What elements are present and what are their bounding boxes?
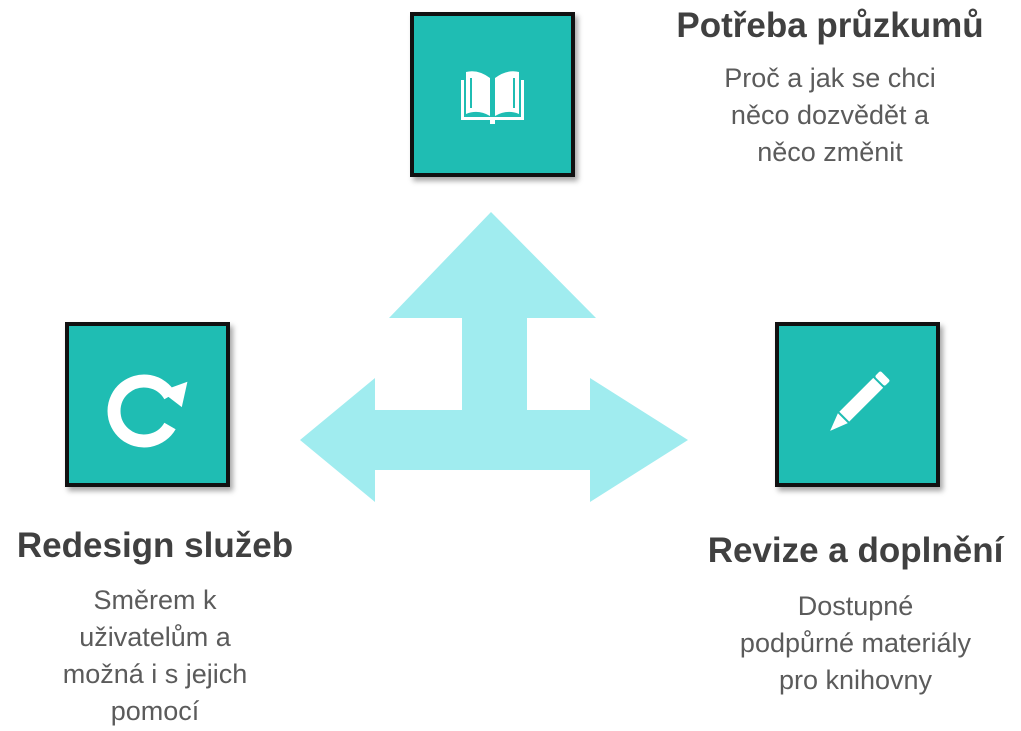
heading-left: Redesign služeb: [16, 526, 294, 565]
heading-top: Potřeba průzkumů: [676, 6, 984, 45]
tile-top: [410, 12, 575, 177]
description-right-line-3: pro knihovny: [778, 665, 933, 695]
description-left-line-2: uživatelům a: [79, 622, 231, 652]
open-book-icon: [461, 71, 524, 124]
description-left-line-4: pomocí: [110, 696, 200, 726]
refresh-icon: [107, 374, 188, 448]
description-right: Dostupné podpůrné materiály pro knihovny: [690, 588, 1021, 699]
heading-right: Revize a doplnění: [707, 531, 1004, 570]
three-way-arrow-shape: [300, 212, 688, 502]
description-right-line-2: podpůrné materiály: [739, 628, 972, 658]
description-left-line-1: Směrem k: [93, 585, 217, 615]
pencil-icon: [830, 371, 890, 431]
description-top: Proč a jak se chci něco dozvědět a něco …: [660, 60, 1000, 171]
description-left: Směrem k uživatelům a možná i s jejich p…: [0, 582, 310, 730]
tile-left: [65, 322, 230, 487]
description-top-line-3: něco změnit: [757, 137, 903, 167]
tile-right: [775, 322, 940, 487]
description-top-line-2: něco dozvědět a: [730, 100, 930, 130]
description-right-line-1: Dostupné: [797, 591, 914, 621]
description-top-line-1: Proč a jak se chci: [724, 63, 936, 93]
description-left-line-3: možná i s jejich: [62, 659, 248, 689]
